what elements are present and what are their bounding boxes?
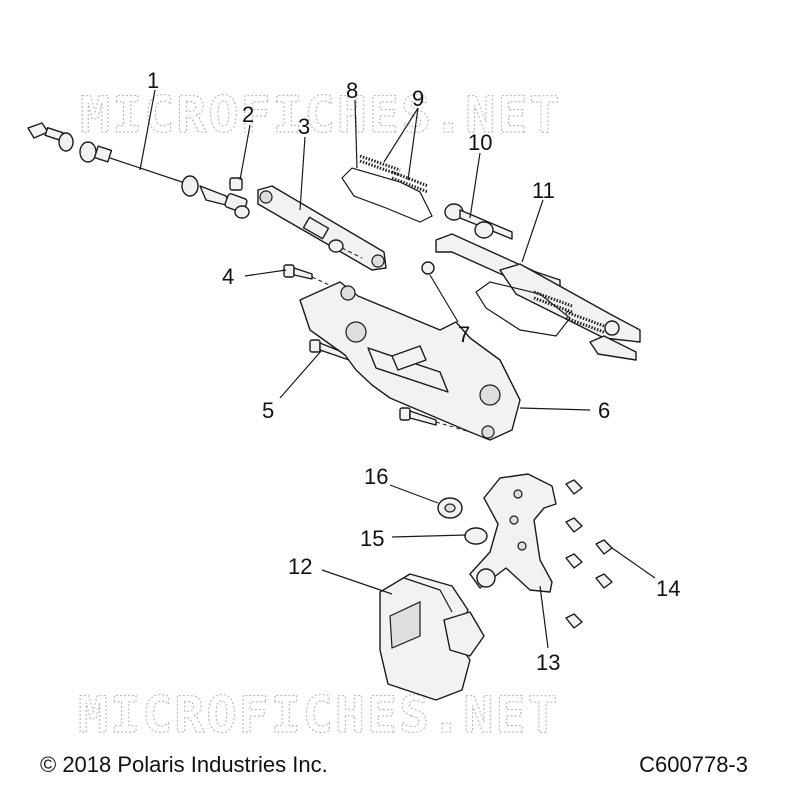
callout-15: 15	[360, 526, 384, 551]
callout-9: 9	[412, 86, 424, 111]
copyright-text: © 2018 Polaris Industries Inc.	[40, 752, 328, 777]
callout-3: 3	[298, 114, 310, 139]
callout-10: 10	[468, 130, 492, 155]
callout-5: 5	[262, 398, 274, 423]
part-4-screw	[283, 264, 341, 291]
part-1-cable	[27, 122, 248, 213]
part-3-link-arm	[257, 185, 387, 271]
callout-11: 11	[532, 178, 555, 203]
part-11-lever-assembly	[435, 233, 641, 361]
part-14-screws	[565, 479, 613, 629]
part-7-grommet	[421, 261, 435, 275]
callout-7: 7	[458, 322, 470, 347]
part-8-wire-clip	[341, 167, 433, 223]
part-12-actuator	[379, 573, 485, 701]
part-6-housing	[299, 281, 521, 441]
callout-1: 1	[147, 68, 159, 93]
callout-16: 16	[364, 464, 388, 489]
callout-2: 2	[242, 102, 254, 127]
part-9-springs	[359, 154, 429, 194]
watermark-top: MICROFICHES.NET	[80, 86, 562, 144]
part-13-bracket	[469, 473, 557, 593]
part-15-cap	[464, 527, 488, 545]
part-2-fitting	[229, 177, 250, 219]
part-10-bolts	[444, 203, 513, 240]
callout-labels: 1 2 3 4 5 6 7 8 9 10 11 12 13 14 15 16	[147, 68, 680, 675]
leader-lines	[139, 89, 656, 649]
callout-8: 8	[346, 78, 358, 103]
callout-13: 13	[536, 650, 560, 675]
part-16-grommet	[437, 497, 463, 519]
callout-14: 14	[656, 576, 680, 601]
callout-12: 12	[288, 554, 312, 579]
callout-6: 6	[598, 398, 610, 423]
drawing-number: C600778-3	[639, 752, 748, 777]
watermark-bottom: MICROFICHES.NET	[78, 686, 560, 744]
callout-4: 4	[222, 264, 234, 289]
